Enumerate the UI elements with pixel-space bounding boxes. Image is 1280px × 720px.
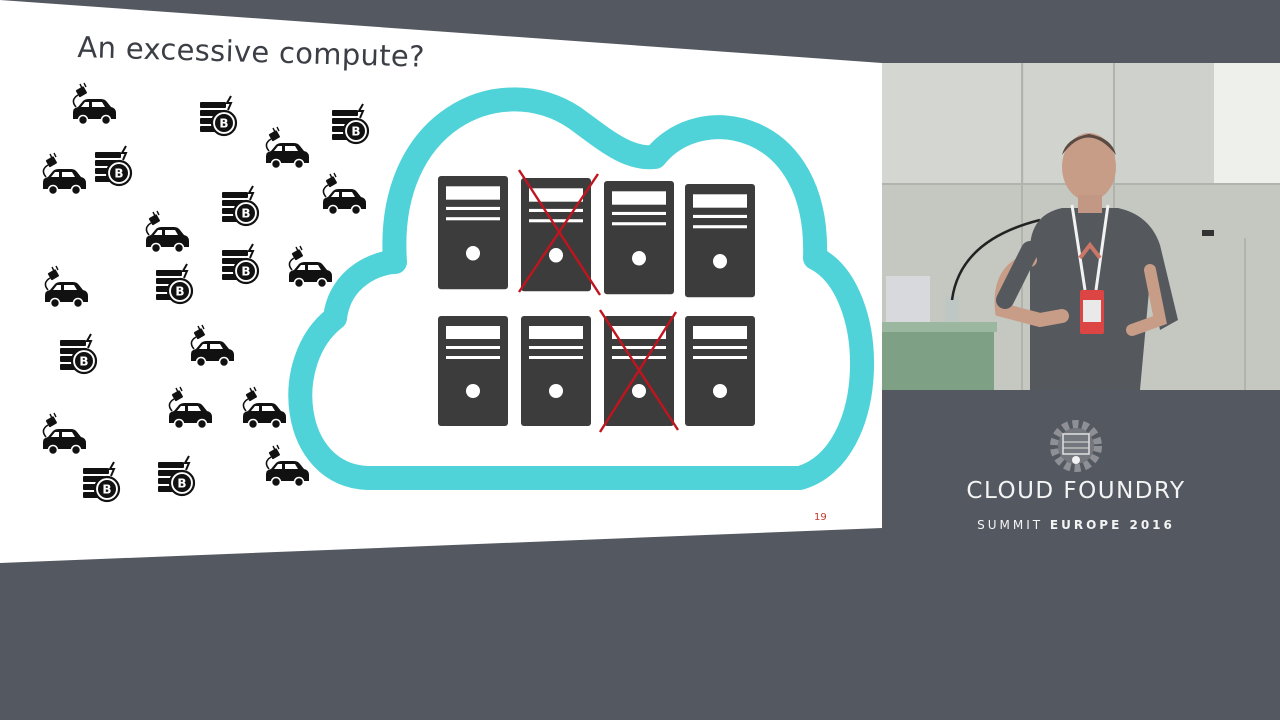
cross-mark xyxy=(518,173,599,293)
server-tower-icon xyxy=(604,181,674,295)
brand-name-right: FOUNDRY xyxy=(1063,478,1186,504)
speaker-video-inset xyxy=(882,63,1280,390)
brand-sub-right: EUROPE 2016 xyxy=(1049,518,1175,532)
cloud-foundry-logo xyxy=(1050,420,1102,472)
server-tower-icon xyxy=(685,184,755,298)
brand-subtitle: SUMMIT EUROPE 2016 xyxy=(940,518,1212,532)
server-tower-icon xyxy=(438,316,508,426)
podium xyxy=(882,322,994,390)
speaker xyxy=(994,133,1178,390)
slide-page-number: 19 xyxy=(814,512,827,523)
server-tower-icon xyxy=(438,176,508,290)
server-tower-icon xyxy=(685,316,755,426)
microphone xyxy=(950,218,1041,301)
failed-server-marks xyxy=(517,169,680,433)
cloud-icon xyxy=(288,87,874,490)
cross-mark xyxy=(598,311,678,433)
event-branding: CLOUD FOUNDRY SUMMIT EUROPE 2016 xyxy=(940,478,1212,532)
server-tower-icon xyxy=(521,316,591,426)
laptop xyxy=(886,276,930,322)
brand-name-left: CLOUD xyxy=(966,478,1055,504)
brand-name: CLOUD FOUNDRY xyxy=(940,478,1212,504)
brand-sub-left: SUMMIT xyxy=(977,518,1044,532)
